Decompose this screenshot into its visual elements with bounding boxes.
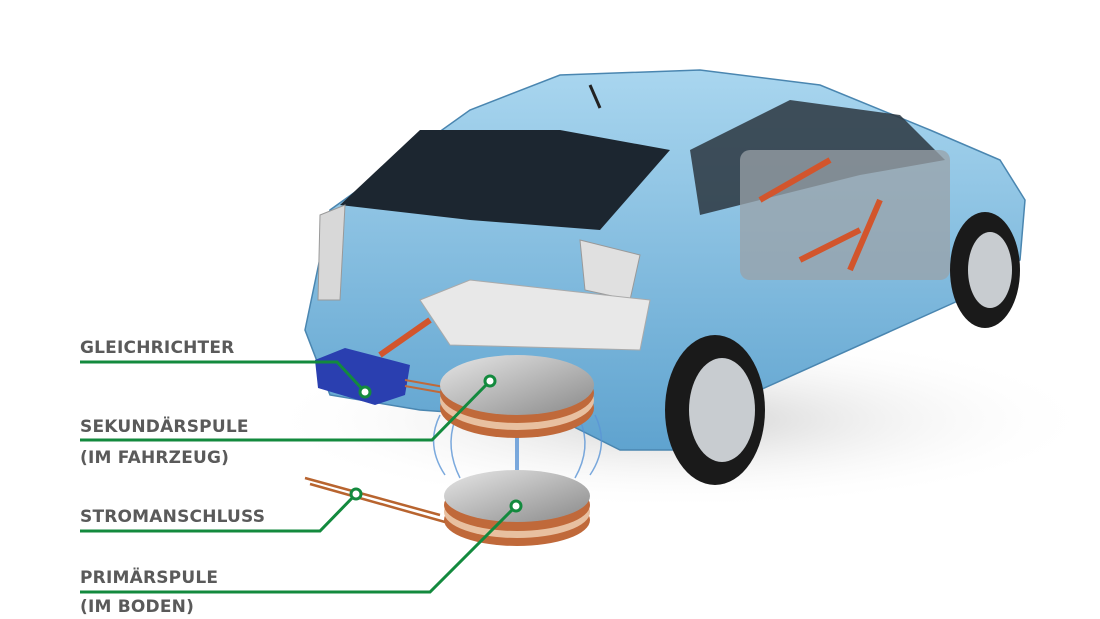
label-secondary-coil: SEKUNDÄRSPULE [80,417,249,437]
leader-dots [349,374,523,513]
label-secondary-coil-note: (IM FAHRZEUG) [80,448,230,468]
label-power-connection: STROMANSCHLUSS [80,507,266,527]
power-cable [304,476,446,524]
front-wheel [950,212,1020,328]
rear-window [340,130,670,230]
tail-light [317,204,346,301]
primary-coil [444,470,590,546]
antenna [588,84,602,109]
label-primary-coil: PRIMÄRSPULE [80,568,219,588]
leader-lines [80,360,518,594]
engine [740,150,950,280]
label-primary-coil-note: (IM BODEN) [80,597,195,617]
label-rectifier: GLEICHRICHTER [80,338,235,358]
rear-wheel [665,335,765,485]
secondary-coil [440,355,594,438]
battery-pack [419,279,651,351]
